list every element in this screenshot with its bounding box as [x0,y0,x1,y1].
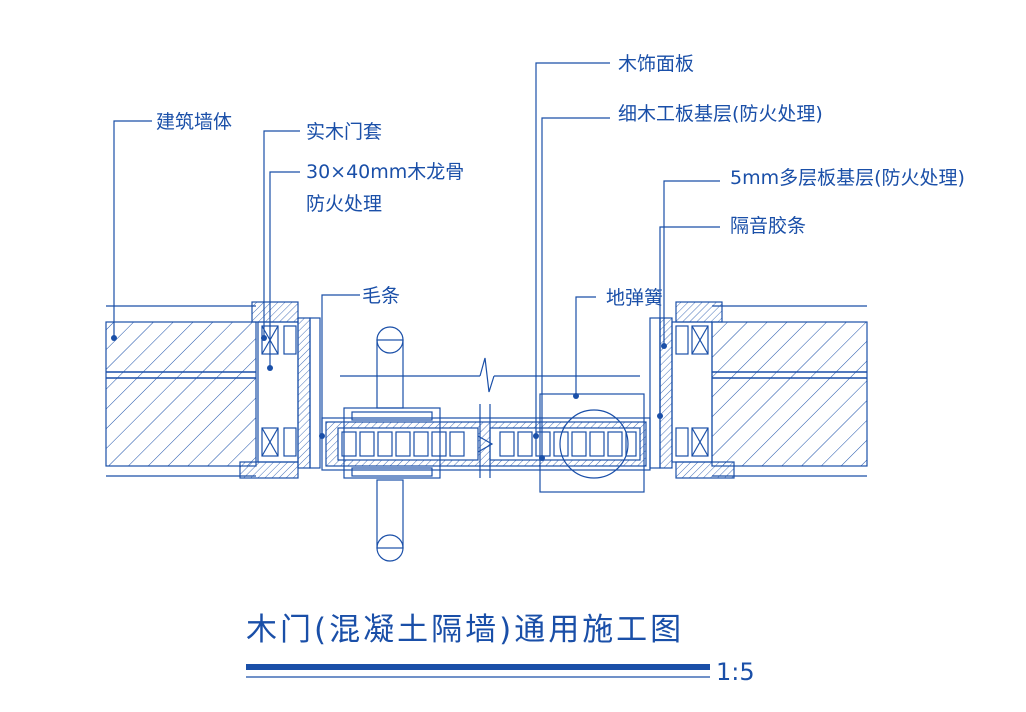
drawing-title: 木门(混凝土隔墙)通用施工图 [246,612,684,648]
right-wall [711,305,868,477]
label-floor-spring: 地弹簧 [606,287,663,309]
door-core-blocks [341,431,637,457]
label-building-wall: 建筑墙体 [156,111,232,133]
label-plywood-base: 5mm多层板基层(防火处理) [730,167,965,189]
axis-break-line [340,357,640,393]
label-solid-door-frame: 实木门套 [306,121,382,143]
label-blockboard-base: 细木工板基层(防火处理) [618,103,823,125]
leader-dots [111,335,667,461]
leader-lines [113,62,720,458]
label-keel-line2: 防火处理 [306,193,382,215]
label-trim-strip: 毛条 [362,285,400,307]
drawing-scale: 1:5 [716,658,755,686]
door-leaf [321,404,651,478]
title-underline-thick [246,664,710,670]
right-door-frame [649,301,735,479]
left-wall [105,305,257,477]
label-sound-strip: 隔音胶条 [730,215,806,237]
label-wood-veneer: 木饰面板 [618,53,694,75]
floor-spring [539,393,645,493]
door-handle [343,326,441,562]
label-keel-line1: 30×40mm木龙骨 [306,161,464,183]
